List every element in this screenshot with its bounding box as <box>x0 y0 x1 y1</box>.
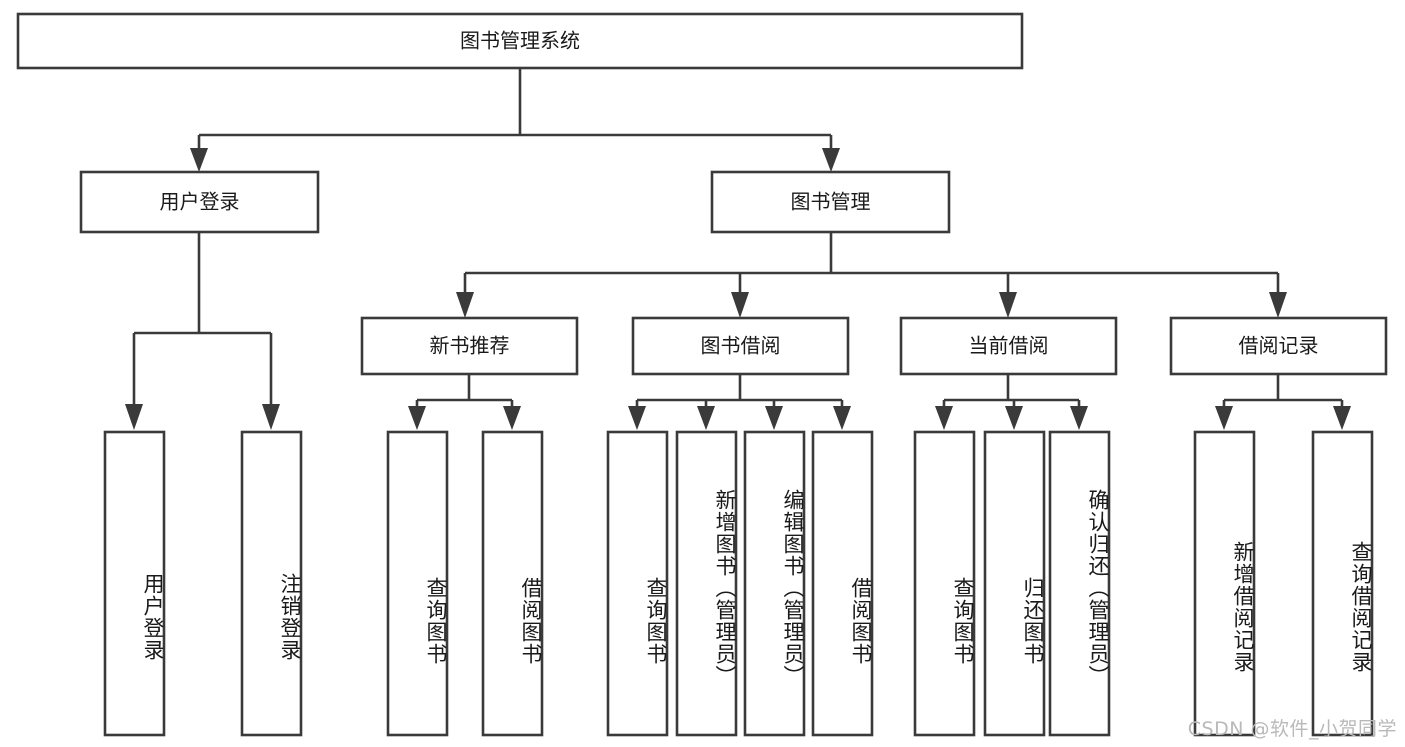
node-user-login[interactable] <box>79 170 320 234</box>
node-new-book-rec[interactable] <box>360 316 579 376</box>
node-leaf-user-login[interactable] <box>103 430 166 737</box>
node-leaf-borrow-book-2[interactable] <box>811 430 874 737</box>
node-borrow-record-label: 借阅记录 <box>1239 334 1319 358</box>
arrowhead-leaf-edit-book <box>765 406 783 430</box>
node-book-manage[interactable] <box>710 170 951 234</box>
arrowhead-new-book-rec <box>456 292 474 318</box>
node-root-label: 图书管理系统 <box>460 29 580 53</box>
arrowhead-user-login <box>190 148 208 172</box>
arrowhead-current-borrow <box>999 292 1017 318</box>
node-leaf-borrow-book-1[interactable] <box>481 430 544 737</box>
connector-layer <box>125 68 1351 430</box>
node-book-borrow-label: 图书借阅 <box>701 334 781 358</box>
node-leaf-confirm-return[interactable] <box>1048 430 1111 737</box>
arrowhead-leaf-return-book <box>1005 406 1023 430</box>
csdn-watermark: CSDN @软件_小贺同学 <box>1187 718 1397 740</box>
arrowhead-borrow-record <box>1269 292 1287 318</box>
node-current-borrow[interactable] <box>899 316 1118 376</box>
node-root[interactable] <box>16 12 1024 70</box>
node-leaf-return-book[interactable] <box>983 430 1046 737</box>
arrowhead-leaf-user-login <box>125 404 143 430</box>
node-leaf-user-logout[interactable] <box>240 430 303 737</box>
arrowhead-leaf-borrow-book-2 <box>833 406 851 430</box>
arrowhead-leaf-query-book-3 <box>935 406 953 430</box>
arrowhead-book-manage <box>822 148 840 172</box>
arrowhead-leaf-add-book <box>697 406 715 430</box>
arrowhead-leaf-user-logout <box>262 404 280 430</box>
arrowhead-leaf-query-record <box>1333 406 1351 430</box>
node-leaf-edit-book[interactable] <box>743 430 806 737</box>
arrowhead-leaf-add-record <box>1215 406 1233 430</box>
node-leaf-query-book-1[interactable] <box>386 430 449 737</box>
arrowhead-leaf-borrow-book-1 <box>503 406 521 430</box>
node-leaf-add-record[interactable] <box>1193 430 1256 737</box>
node-user-login-label: 用户登录 <box>160 190 240 214</box>
node-new-book-rec-label: 新书推荐 <box>430 334 510 358</box>
node-borrow-record[interactable] <box>1169 316 1388 376</box>
arrowhead-leaf-confirm-return <box>1070 406 1088 430</box>
node-current-borrow-label: 当前借阅 <box>969 334 1049 358</box>
arrowhead-book-borrow <box>731 292 749 318</box>
node-leaf-add-book[interactable] <box>675 430 738 737</box>
arrowhead-leaf-query-book-2 <box>628 406 646 430</box>
node-layer: 图书管理系统 用户登录 图书管理 新书推荐 图书借阅 当前借阅 借阅记录 <box>16 12 1388 737</box>
node-leaf-query-book-2[interactable] <box>606 430 669 737</box>
arrowhead-leaf-query-book-1 <box>408 406 426 430</box>
node-leaf-query-book-3[interactable] <box>913 430 976 737</box>
node-leaf-query-record[interactable] <box>1311 430 1374 737</box>
node-book-manage-label: 图书管理 <box>791 190 871 214</box>
node-book-borrow[interactable] <box>631 316 850 376</box>
